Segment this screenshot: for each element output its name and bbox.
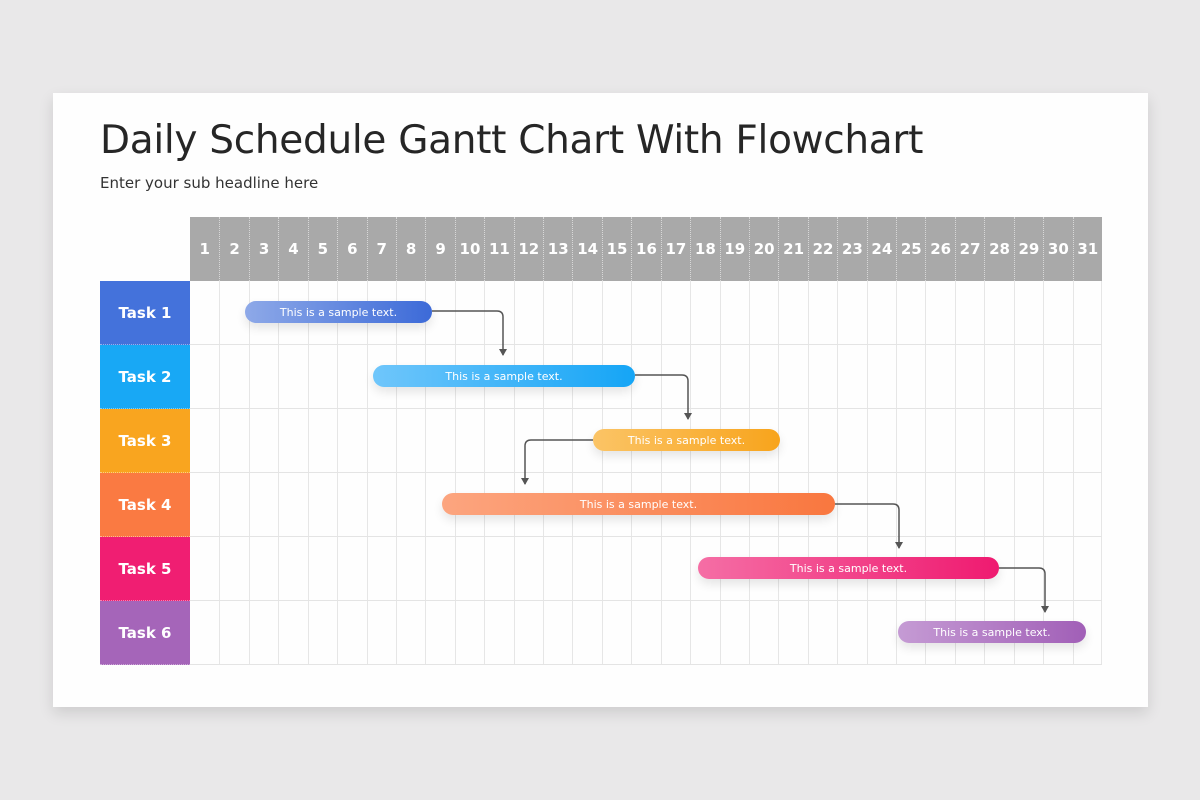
grid-column-line [1043,281,1045,665]
day-header-28: 28 [984,217,1013,281]
day-header-23: 23 [837,217,866,281]
day-header-13: 13 [543,217,572,281]
grid-column-line [219,281,221,665]
page-title: Daily Schedule Gantt Chart With Flowchar… [100,118,924,163]
grid-row-line [190,344,1102,345]
grid-column-line [1101,281,1102,665]
task-label-4: Task 4 [100,473,190,537]
day-header-30: 30 [1043,217,1072,281]
slide-card [53,93,1148,707]
day-header-26: 26 [925,217,954,281]
grid-column-line [454,281,456,665]
day-header-2: 2 [219,217,248,281]
gantt-bar-task-1[interactable]: This is a sample text. [245,301,432,323]
gantt-bar-task-3[interactable]: This is a sample text. [593,429,780,451]
grid-column-line [866,281,868,665]
grid-column-line [337,281,339,665]
grid-column-line [748,281,750,665]
day-header-27: 27 [954,217,984,281]
grid-column-line [484,281,486,665]
day-header-20: 20 [748,217,778,281]
page-subtitle: Enter your sub headline here [100,174,319,192]
grid-column-line [572,281,574,665]
grid-column-line [954,281,956,665]
day-header-15: 15 [601,217,631,281]
grid-column-line [690,281,692,665]
gantt-bar-task-4[interactable]: This is a sample text. [442,493,835,515]
task-label-2: Task 2 [100,345,190,409]
day-header-21: 21 [778,217,807,281]
task-label-3: Task 3 [100,409,190,473]
grid-column-line [366,281,368,665]
grid-column-line [513,281,515,665]
day-header-31: 31 [1072,217,1102,281]
grid-column-line [778,281,780,665]
gantt-bar-task-5[interactable]: This is a sample text. [698,557,999,579]
day-header-5: 5 [307,217,337,281]
grid-column-line [984,281,986,665]
day-header-22: 22 [807,217,837,281]
day-header-9: 9 [425,217,454,281]
gantt-grid [190,281,1102,665]
grid-column-line [837,281,839,665]
grid-row-line [190,408,1102,409]
grid-column-line [425,281,427,665]
grid-column-line [896,281,898,665]
day-header-10: 10 [454,217,484,281]
grid-column-line [601,281,603,665]
day-header-8: 8 [395,217,425,281]
day-header-12: 12 [513,217,543,281]
day-header-4: 4 [278,217,307,281]
task-label-1: Task 1 [100,281,190,345]
task-label-6: Task 6 [100,601,190,665]
grid-column-line [1013,281,1015,665]
grid-row-line [190,664,1102,665]
grid-row-line [190,600,1102,601]
day-header-1: 1 [199,240,210,258]
grid-column-line [807,281,809,665]
day-header-17: 17 [660,217,690,281]
gantt-bar-task-2[interactable]: This is a sample text. [373,365,635,387]
task-label-5: Task 5 [100,537,190,601]
gantt-bar-task-6[interactable]: This is a sample text. [898,621,1086,643]
day-header-25: 25 [896,217,925,281]
grid-column-line [543,281,545,665]
day-header-19: 19 [719,217,749,281]
day-header-18: 18 [690,217,719,281]
day-header-16: 16 [631,217,660,281]
grid-row-line [190,472,1102,473]
day-header-7: 7 [366,217,396,281]
grid-column-line [719,281,721,665]
day-header-14: 14 [572,217,601,281]
day-header-3: 3 [248,217,278,281]
grid-column-line [1072,281,1074,665]
day-header-11: 11 [484,217,513,281]
grid-column-line [631,281,633,665]
grid-column-line [278,281,280,665]
day-header-29: 29 [1013,217,1043,281]
grid-row-line [190,536,1102,537]
grid-column-line [660,281,662,665]
grid-column-line [248,281,250,665]
day-header-24: 24 [866,217,896,281]
grid-column-line [395,281,397,665]
grid-column-line [307,281,309,665]
day-header-6: 6 [337,217,366,281]
grid-column-line [925,281,927,665]
